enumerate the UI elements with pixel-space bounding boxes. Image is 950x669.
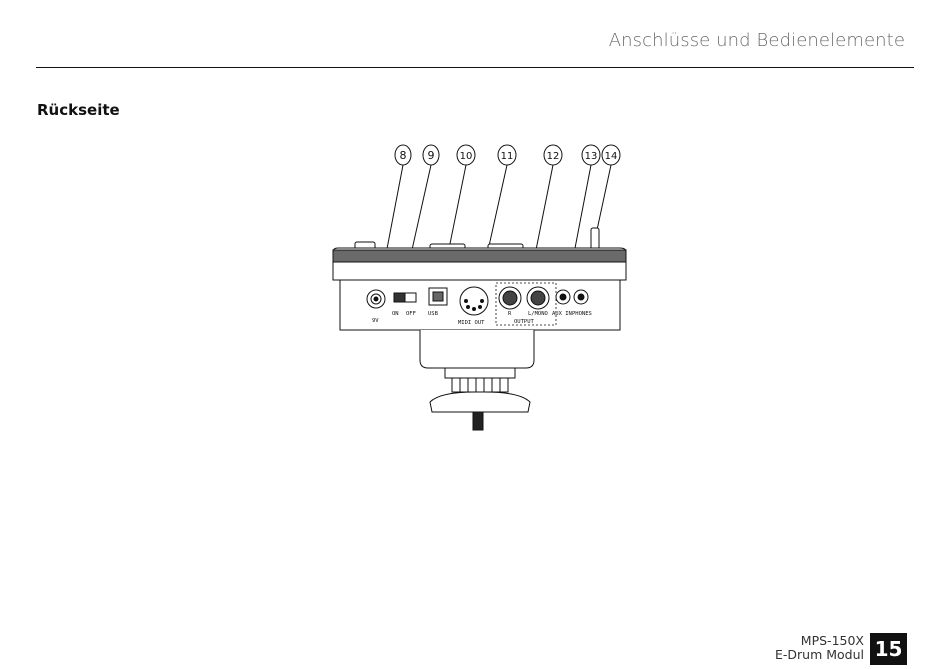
callout-8: 8	[394, 144, 412, 166]
callouts: 8 9 10 11 12 13 14	[394, 144, 621, 166]
output-l-mono-jack	[526, 286, 550, 310]
l-mono-label: L/MONO	[528, 311, 548, 317]
phones-label: PHONES	[572, 311, 592, 317]
off-label: OFF	[406, 311, 416, 317]
power-switch	[393, 292, 417, 303]
callout-13-number: 13	[585, 151, 598, 162]
header-rule	[36, 67, 914, 68]
aux-in-jack	[555, 289, 571, 305]
subsection-title: Rückseite	[37, 101, 120, 119]
callout-9-number: 9	[428, 149, 435, 162]
callout-8-number: 8	[400, 149, 407, 162]
device-body	[332, 227, 627, 431]
output-r-jack	[498, 286, 522, 310]
footer-model: MPS-150X	[800, 633, 864, 648]
callout-14: 14	[601, 144, 621, 166]
callout-14-number: 14	[605, 151, 618, 162]
page-number: 15	[870, 633, 907, 665]
callout-10-number: 10	[460, 151, 473, 162]
callout-12-number: 12	[547, 151, 560, 162]
section-title: Anschlüsse und Bedienelemente	[608, 30, 905, 51]
output-group-box	[495, 282, 557, 326]
on-label: ON	[392, 311, 399, 317]
power-label: 9V	[372, 318, 379, 324]
callout-12: 12	[543, 144, 563, 166]
usb-label: USB	[428, 311, 439, 317]
callout-11-number: 11	[501, 151, 514, 162]
footer: MPS-150X E-Drum Modul	[752, 634, 864, 662]
footer-product: E-Drum Modul	[774, 647, 864, 662]
power-jack	[366, 289, 386, 309]
rear-panel-diagram: 8 9 10 11 12 13 14	[332, 144, 627, 431]
r-label: R	[508, 311, 512, 317]
usb-port	[428, 287, 448, 306]
callout-10: 10	[456, 144, 476, 166]
callout-13: 13	[581, 144, 601, 166]
midi-out-port	[459, 286, 489, 316]
midi-out-label: MIDI OUT	[458, 320, 485, 326]
phones-jack	[573, 289, 589, 305]
output-label: OUTPUT	[514, 319, 535, 325]
callout-9: 9	[422, 144, 440, 166]
aux-in-label: AUX IN	[552, 311, 572, 317]
callout-11: 11	[497, 144, 517, 166]
